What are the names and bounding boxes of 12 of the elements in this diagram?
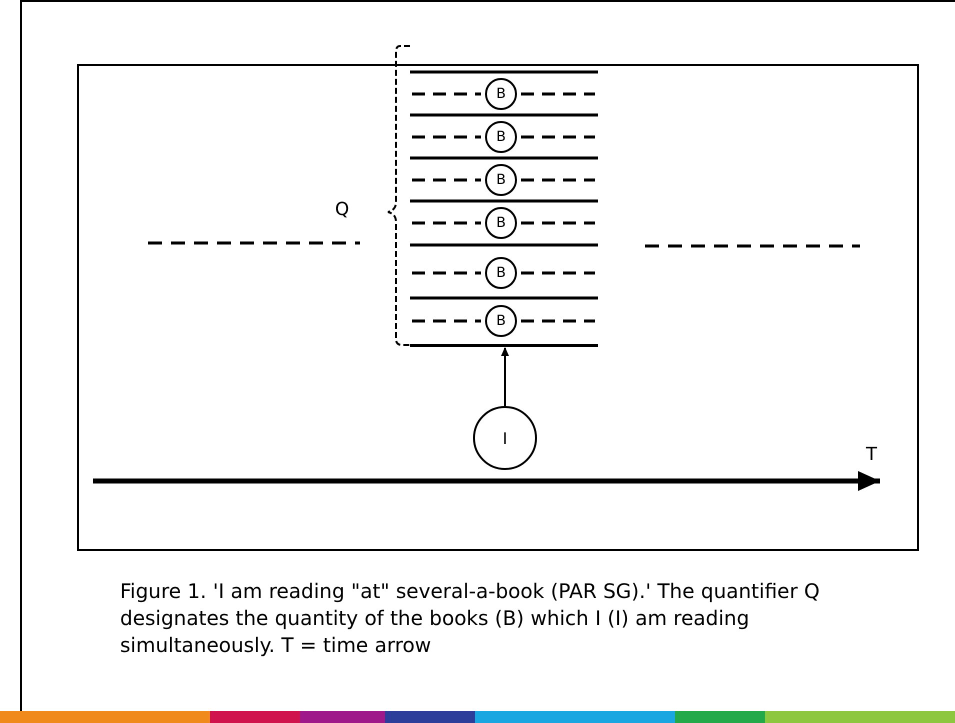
circle-node: B	[485, 305, 517, 337]
circle-node: B	[485, 164, 517, 196]
quantifier-label: Q	[335, 199, 350, 220]
circle-node: B	[485, 78, 517, 110]
circle-node: B	[485, 257, 517, 289]
circle-node: B	[485, 207, 517, 239]
axis-label: T	[866, 444, 877, 465]
figure-caption: Figure 1. 'I am reading "at" several-a-book (PAR SG).' The quantifier Q designates the quantity of the books (B) which I (I) am reading simultaneously. T = time arrow	[120, 578, 821, 659]
shelf-line	[410, 344, 598, 347]
circle-node: I	[473, 406, 537, 470]
circle-node: B	[485, 121, 517, 153]
arrow	[501, 347, 509, 406]
